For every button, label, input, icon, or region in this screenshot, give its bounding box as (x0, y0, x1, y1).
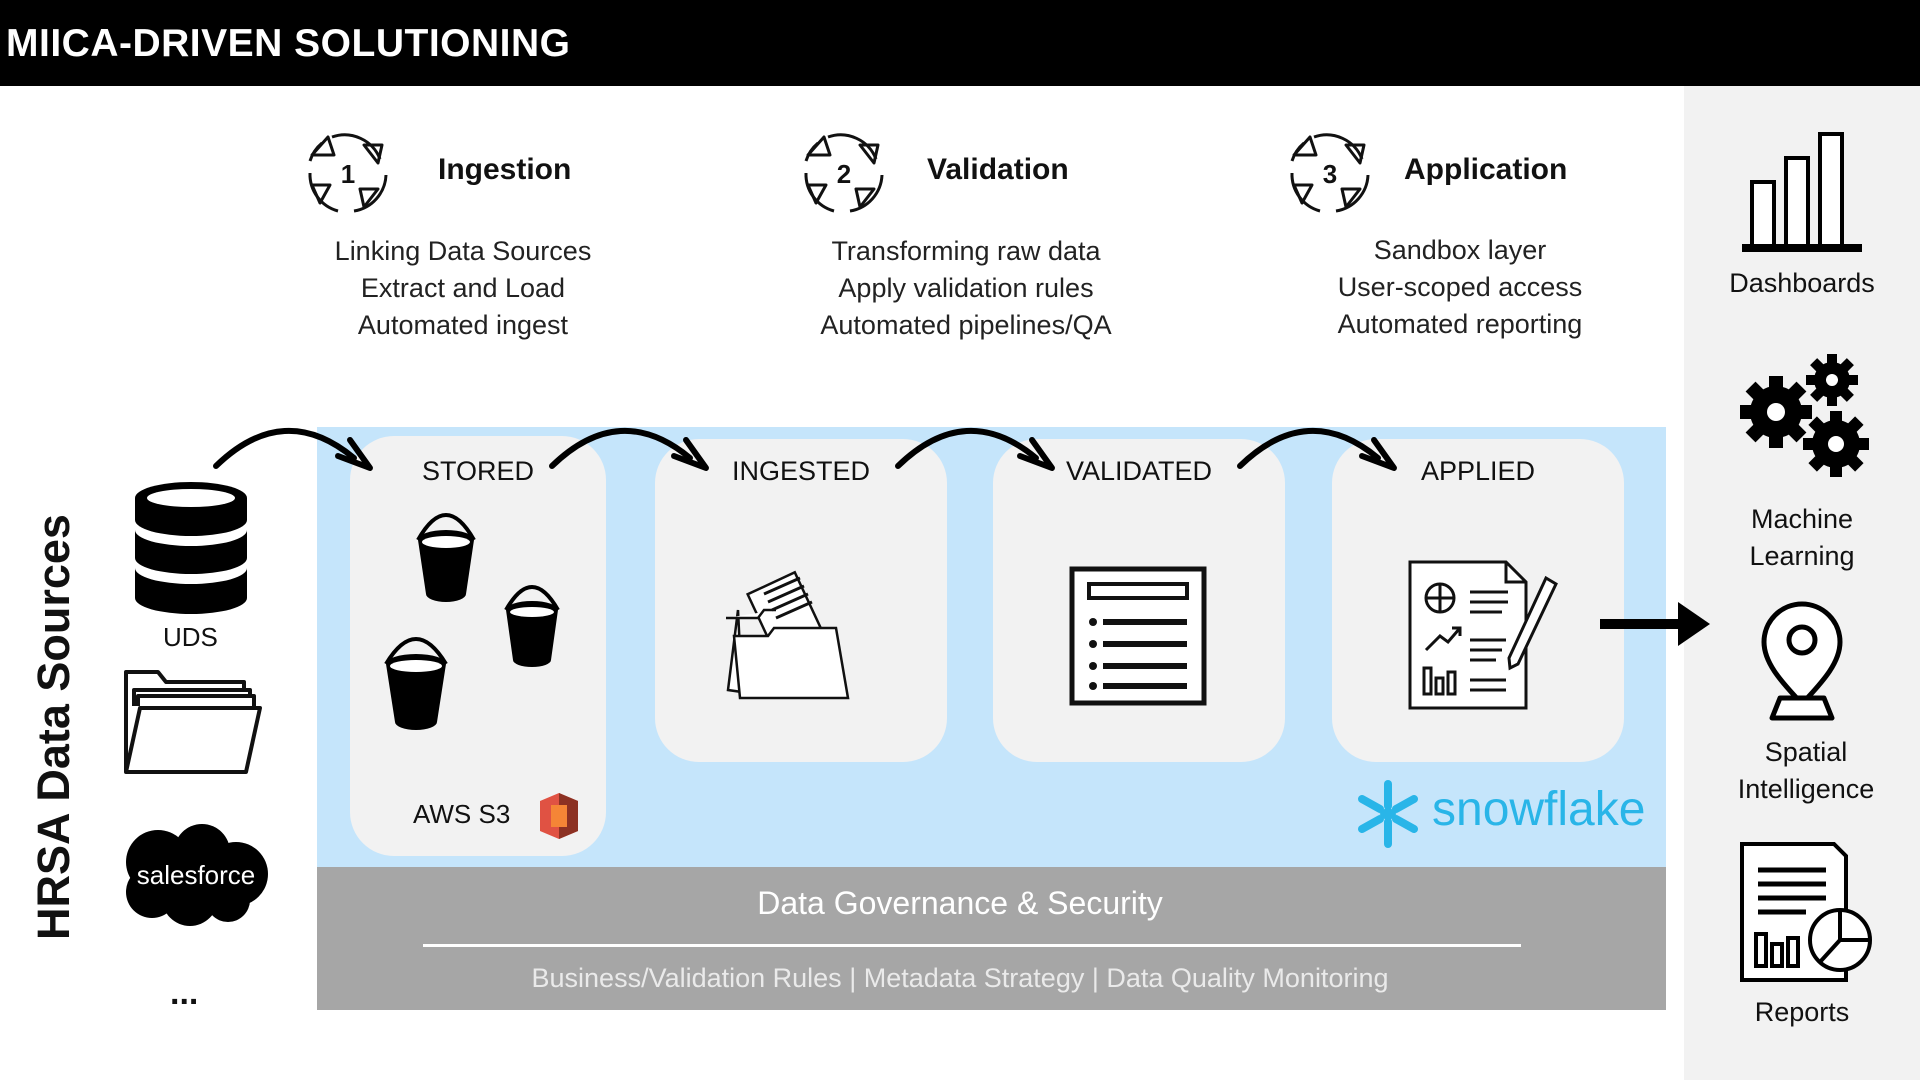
folder-documents-icon (720, 568, 850, 704)
stage-2-title: Validation (927, 153, 1069, 186)
stage-1-cycle-icon: 1 (302, 127, 394, 219)
curved-arrow-icon (1228, 420, 1408, 476)
stage-1-description: Linking Data Sources Extract and Load Au… (293, 233, 633, 344)
output-label-line: Learning (1749, 541, 1855, 571)
map-pin-icon (1758, 600, 1846, 724)
salesforce-icon: salesforce (118, 822, 270, 928)
database-icon (133, 480, 249, 618)
stage-2-description: Transforming raw data Apply validation r… (796, 233, 1136, 344)
stage-2-item: Transforming raw data (831, 236, 1101, 266)
card-label: APPLIED (1420, 456, 1536, 486)
governance-divider (423, 944, 1521, 947)
stage-1-item: Extract and Load (360, 273, 566, 303)
uds-label: UDS (163, 622, 218, 652)
stage-1-title: Ingestion (438, 153, 572, 186)
svg-text:salesforce: salesforce (137, 860, 256, 890)
output-label-line: Reports (1754, 997, 1850, 1027)
stage-3-item: Sandbox layer (1373, 235, 1547, 265)
stage-2-cycle-icon: 2 (798, 127, 890, 219)
card-label: VALIDATED (1065, 456, 1213, 486)
output-arrow-icon (1600, 600, 1712, 648)
card-label: STORED (421, 456, 535, 486)
stage-3-description: Sandbox layer User-scoped access Automat… (1290, 232, 1630, 343)
stage-1-item: Linking Data Sources (334, 236, 592, 266)
stage-3-cycle-icon: 3 (1284, 127, 1376, 219)
svg-text:3: 3 (1323, 159, 1337, 189)
snowflake-label: snowflake (1432, 783, 1646, 836)
more-sources-ellipsis: ... (170, 974, 199, 1012)
page-title: MIICA-DRIVEN SOLUTIONING (6, 22, 571, 65)
curved-arrow-icon (204, 420, 384, 476)
governance-title: Data Governance & Security (757, 885, 1163, 921)
bar-chart-icon (1742, 130, 1862, 256)
stage-2-item: Automated pipelines/QA (820, 310, 1112, 340)
card-stored (350, 436, 606, 856)
header-bar (0, 0, 1920, 86)
stage-2-item: Apply validation rules (838, 273, 1094, 303)
aws-s3-label: AWS S3 (413, 799, 511, 829)
stage-1-item: Automated ingest (357, 310, 569, 340)
curved-arrow-icon (886, 420, 1066, 476)
stage-3-item: User-scoped access (1337, 272, 1583, 302)
output-label: Dashboards (1702, 265, 1902, 302)
output-label-line: Machine (1750, 504, 1854, 534)
card-label: INGESTED (731, 456, 871, 486)
stage-3-item: Automated reporting (1337, 309, 1583, 339)
output-label-line: Spatial (1764, 737, 1848, 767)
svg-text:2: 2 (837, 159, 851, 189)
output-label: Machine Learning (1702, 501, 1902, 575)
gears-icon (1738, 350, 1874, 484)
output-label-line: Dashboards (1729, 268, 1875, 298)
governance-bar (317, 867, 1666, 1010)
sources-title: HRSA Data Sources (28, 514, 79, 940)
curved-arrow-icon (540, 420, 720, 476)
governance-subtitle: Business/Validation Rules | Metadata Str… (531, 963, 1389, 993)
output-label-line: Intelligence (1737, 774, 1875, 804)
snowflake-icon (1352, 778, 1424, 850)
buckets-icon (370, 498, 590, 748)
aws-s3-icon (536, 789, 582, 843)
report-document-icon (1406, 556, 1560, 714)
list-document-icon (1069, 566, 1207, 706)
svg-text:1: 1 (341, 159, 355, 189)
output-label: Reports (1702, 994, 1902, 1031)
report-icon (1736, 840, 1876, 984)
output-label: Spatial Intelligence (1706, 734, 1906, 808)
folder-icon (118, 666, 264, 778)
stage-3-title: Application (1404, 153, 1568, 186)
